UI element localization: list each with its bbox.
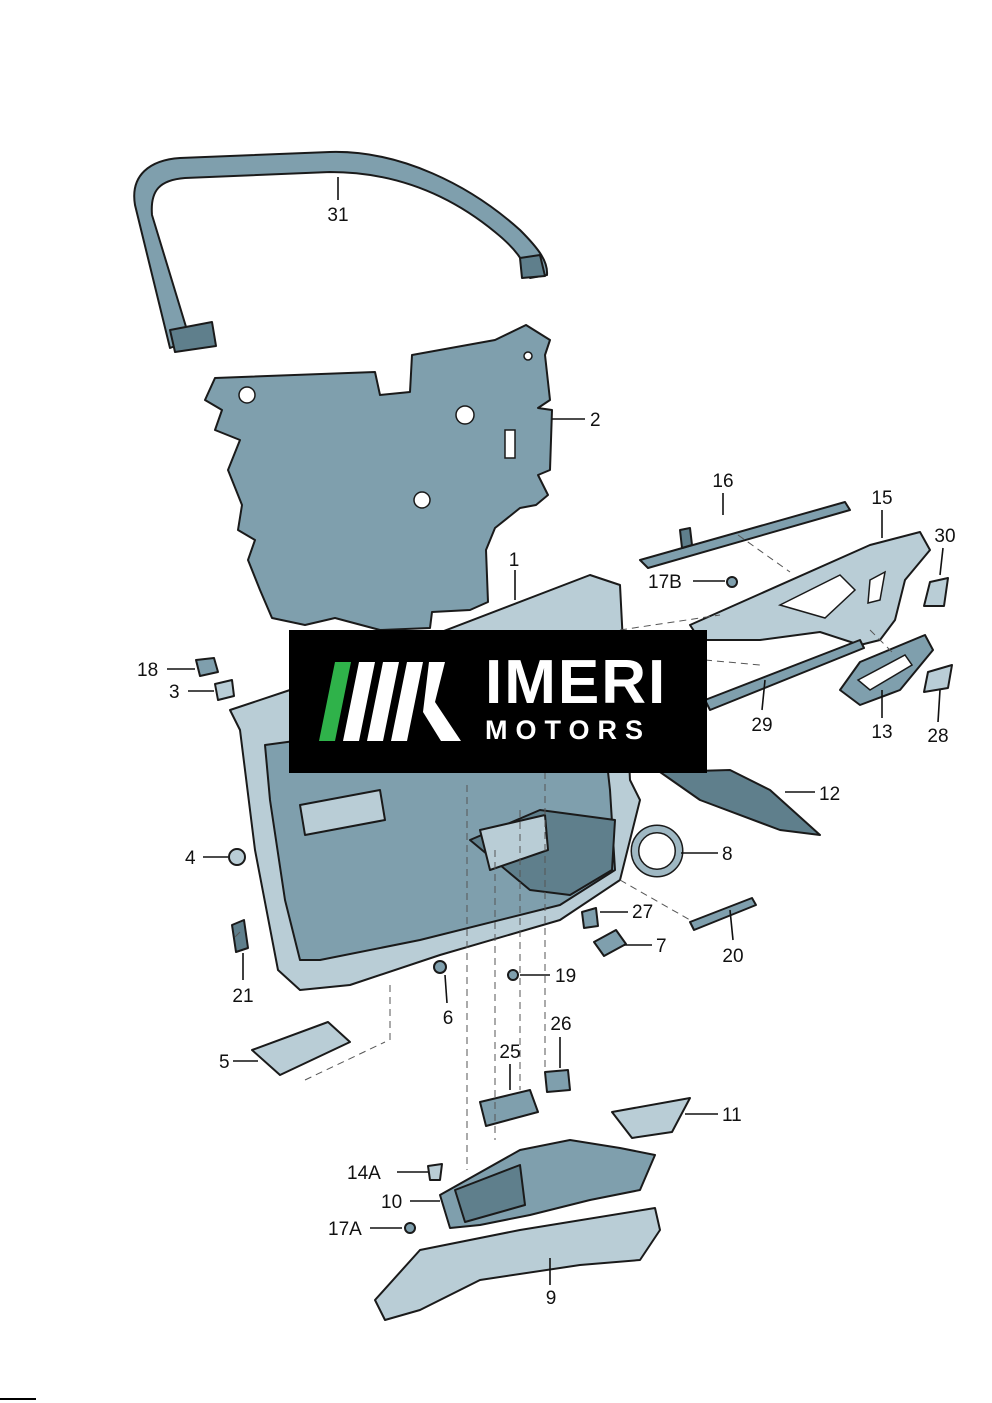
callout-10: 10 xyxy=(381,1192,402,1213)
callout-11: 11 xyxy=(722,1105,742,1126)
callout-30: 30 xyxy=(934,526,955,547)
part-16-trim-strip xyxy=(639,501,851,569)
part-18-clip xyxy=(195,657,219,677)
callout-1: 1 xyxy=(509,550,520,571)
part-13-door-handle xyxy=(839,634,934,706)
callout-14a: 14A xyxy=(347,1163,381,1184)
part-29-trim-strip xyxy=(704,639,865,711)
callout-17b: 17B xyxy=(648,572,682,593)
part-15-armrest-trim xyxy=(689,531,931,646)
callout-3: 3 xyxy=(169,682,180,703)
callout-31: 31 xyxy=(327,205,348,226)
callout-25: 25 xyxy=(499,1042,520,1063)
part-3-clip xyxy=(214,679,235,701)
callout-7: 7 xyxy=(656,936,667,957)
leader-lines xyxy=(167,177,944,1285)
callout-15: 15 xyxy=(871,488,892,509)
callout-17a: 17A xyxy=(328,1219,362,1240)
callout-5: 5 xyxy=(219,1052,230,1073)
part-9-armrest xyxy=(374,1207,661,1321)
callout-21: 21 xyxy=(232,986,253,1007)
part-12-pocket-trim xyxy=(659,769,821,836)
callout-18: 18 xyxy=(137,660,158,681)
part-6-screw xyxy=(433,960,447,974)
callout-20: 20 xyxy=(722,946,743,967)
callout-13: 13 xyxy=(871,722,892,743)
logo-brand-name: IMERI xyxy=(485,648,668,717)
part-2-sound-insulation xyxy=(204,324,553,631)
part-5-plate xyxy=(251,1021,351,1076)
page-edge-rule xyxy=(0,1398,36,1400)
part-11-cup-insert xyxy=(611,1097,691,1139)
callout-27: 27 xyxy=(632,902,653,923)
callout-6: 6 xyxy=(443,1008,454,1029)
part-31-window-frame-trim xyxy=(133,150,549,353)
part-26-button xyxy=(544,1069,571,1093)
callout-8: 8 xyxy=(722,844,733,865)
part-30-cover-cap xyxy=(923,577,949,607)
part-8-speaker-ring xyxy=(630,824,684,878)
callout-29: 29 xyxy=(751,715,772,736)
part-10-switch-carrier xyxy=(439,1139,656,1229)
callout-2: 2 xyxy=(590,410,601,431)
part-4-nut xyxy=(228,848,246,866)
part-7-switch xyxy=(593,929,627,957)
callout-16: 16 xyxy=(712,471,733,492)
callout-12: 12 xyxy=(819,784,840,805)
part-19-screw xyxy=(507,969,519,981)
part-14a-clip xyxy=(427,1163,443,1181)
callout-19: 19 xyxy=(555,966,576,987)
callout-9: 9 xyxy=(546,1288,557,1309)
logo-stripes-icon xyxy=(319,662,461,741)
callout-labels: 31 2 16 15 30 1 17B 18 3 29 13 28 12 8 4… xyxy=(137,205,956,1309)
part-25-switch-block xyxy=(479,1089,539,1127)
assembly-guide-lines xyxy=(231,534,896,1170)
imeri-motors-logo: IMERI MOTORS xyxy=(289,630,707,773)
logo-brand-subtitle: MOTORS xyxy=(485,715,652,745)
part-21-bracket xyxy=(231,919,249,953)
callout-26: 26 xyxy=(550,1014,571,1035)
callout-28: 28 xyxy=(927,726,948,747)
part-28-cap xyxy=(923,664,953,693)
part-17b-screw xyxy=(726,576,738,588)
part-27-clip xyxy=(581,907,599,929)
callout-4: 4 xyxy=(185,848,196,869)
part-17a-screw xyxy=(404,1222,416,1234)
part-20-trim-piece xyxy=(689,897,757,931)
